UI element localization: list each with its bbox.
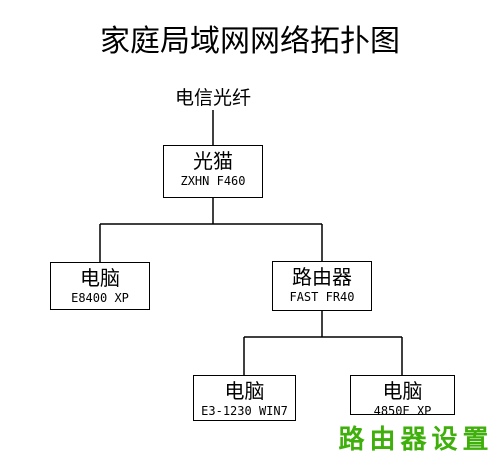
node-pc3-model: 4850E XP: [373, 404, 432, 415]
watermark-logo: 路由器设置: [336, 420, 496, 460]
diagram-title: 家庭局域网网络拓扑图: [100, 24, 400, 59]
node-pc1-model: E8400 XP: [71, 291, 129, 305]
node-router-name: 路由器: [292, 265, 352, 289]
node-modem-model: ZXHN F460: [180, 174, 246, 188]
node-pc2-name: 电脑: [224, 379, 265, 403]
node-modem-name: 光猫: [193, 149, 233, 173]
node-pc2-model: E3-1230 WIN7: [201, 404, 288, 418]
node-modem: 光猫 ZXHN F460: [163, 145, 263, 198]
node-pc3-name: 电脑: [382, 379, 423, 403]
node-pc1-name: 电脑: [80, 266, 120, 290]
source-label: 电信光纤: [174, 87, 251, 109]
node-router: 路由器 FAST FR40: [272, 261, 372, 311]
node-pc3: 电脑 4850E XP: [350, 375, 455, 415]
node-pc1: 电脑 E8400 XP: [50, 262, 150, 310]
node-router-model: FAST FR40: [289, 290, 355, 304]
node-pc2: 电脑 E3-1230 WIN7: [193, 375, 296, 421]
